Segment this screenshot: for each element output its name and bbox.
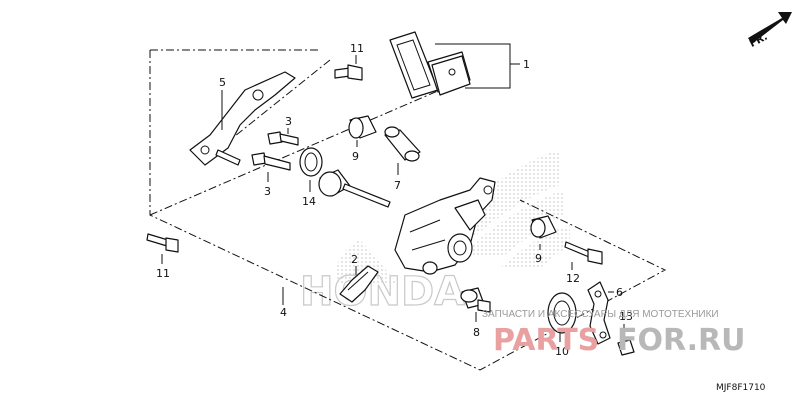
caliper-piston xyxy=(547,292,577,334)
front-direction-label: FR. xyxy=(748,32,770,50)
diagram-code: MJF8F1710 xyxy=(716,383,766,393)
callout-7: 7 xyxy=(394,179,401,192)
bolt-11-lower xyxy=(146,233,179,253)
callout-11-lower: 11 xyxy=(156,267,170,280)
nut-13 xyxy=(617,339,635,356)
callout-3-lower: 3 xyxy=(264,185,271,198)
callout-2: 2 xyxy=(351,253,358,266)
honda-outline-text: HONDA xyxy=(300,269,465,315)
pin-3-upper xyxy=(267,131,299,146)
piston-seal xyxy=(299,147,323,177)
callout-1: 1 xyxy=(523,58,530,71)
caliper-body xyxy=(394,177,496,275)
bolt-11-top xyxy=(334,64,363,81)
leader-3 xyxy=(267,128,289,182)
guide-pin xyxy=(318,169,391,208)
caliper-bracket xyxy=(189,71,296,166)
watermark-logo-for-ru: FOR.RU xyxy=(617,323,746,358)
small-bracket xyxy=(587,281,611,345)
brake-pad-set xyxy=(389,31,471,99)
callout-13: 13 xyxy=(619,310,633,323)
callout-10: 10 xyxy=(555,345,569,358)
callout-5: 5 xyxy=(219,76,226,89)
leader-1 xyxy=(435,43,520,89)
boot-9-right xyxy=(530,215,557,239)
front-direction-arrow: FR. xyxy=(748,12,792,50)
callout-12: 12 xyxy=(566,272,580,285)
pin-3-lower xyxy=(251,152,291,171)
assembly-frame-top xyxy=(150,49,331,141)
watermark-logo-parts: PARTS xyxy=(493,323,599,358)
sleeve xyxy=(384,126,421,162)
boot-9-upper xyxy=(348,115,377,139)
pad-spring-clip xyxy=(339,265,379,303)
callout-11-top: 11 xyxy=(350,42,364,55)
bleeder-screw xyxy=(460,287,491,313)
callout-3-upper: 3 xyxy=(285,115,292,128)
assembly-frame xyxy=(149,50,667,371)
callout-6: 6 xyxy=(616,286,623,299)
assembly-frame-inner xyxy=(149,89,441,216)
callout-4: 4 xyxy=(280,306,287,319)
bolt-12 xyxy=(564,241,603,265)
callout-9-upper: 9 xyxy=(352,150,359,163)
watermark-text: ЗАПЧАСТИ И АКСЕССУАРЫ ДЛЯ МОТОТЕХНИКИ xyxy=(482,309,719,320)
callout-14: 14 xyxy=(302,195,316,208)
callout-8: 8 xyxy=(473,326,480,339)
callout-9-right: 9 xyxy=(535,252,542,265)
